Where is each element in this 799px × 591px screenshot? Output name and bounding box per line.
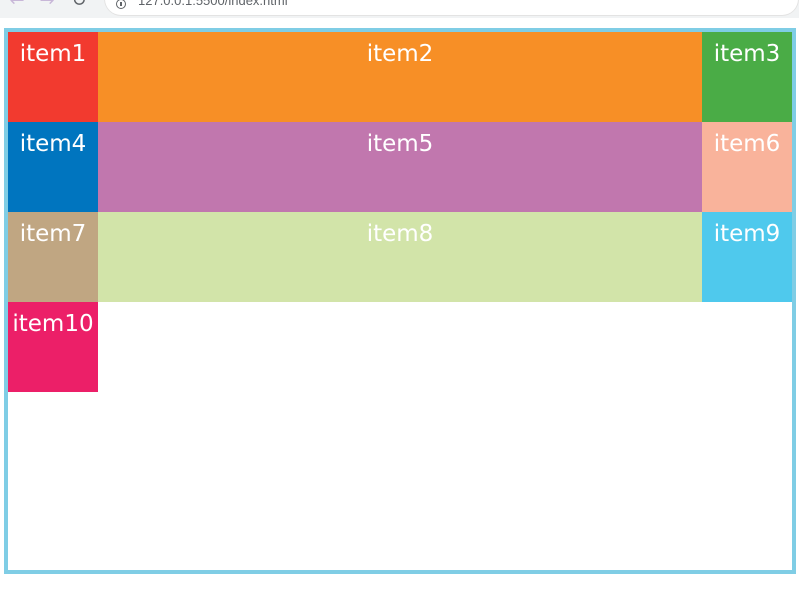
- grid-item-5: item5: [98, 122, 702, 212]
- reload-icon[interactable]: ↻: [71, 0, 87, 11]
- grid-item-7: item7: [8, 212, 98, 302]
- grid-item-4: item4: [8, 122, 98, 212]
- grid-item-8: item8: [98, 212, 702, 302]
- browser-toolbar: ← → ↻ 127.0.0.1:5500/index.html: [0, 0, 799, 18]
- forward-arrow-icon[interactable]: →: [39, 0, 55, 11]
- grid-item-10: item10: [8, 302, 98, 392]
- address-bar[interactable]: 127.0.0.1:5500/index.html: [104, 0, 799, 16]
- grid-item-3: item3: [702, 32, 792, 122]
- grid-item-6: item6: [702, 122, 792, 212]
- grid-item-1: item1: [8, 32, 98, 122]
- back-arrow-icon[interactable]: ←: [9, 0, 25, 11]
- grid-item-2: item2: [98, 32, 702, 122]
- page-viewport: item1 item2 item3 item4 item5 item6 item…: [0, 18, 799, 591]
- info-icon[interactable]: [116, 0, 126, 9]
- grid-item-9: item9: [702, 212, 792, 302]
- grid-container: item1 item2 item3 item4 item5 item6 item…: [4, 28, 796, 574]
- url-text[interactable]: 127.0.0.1:5500/index.html: [138, 0, 288, 8]
